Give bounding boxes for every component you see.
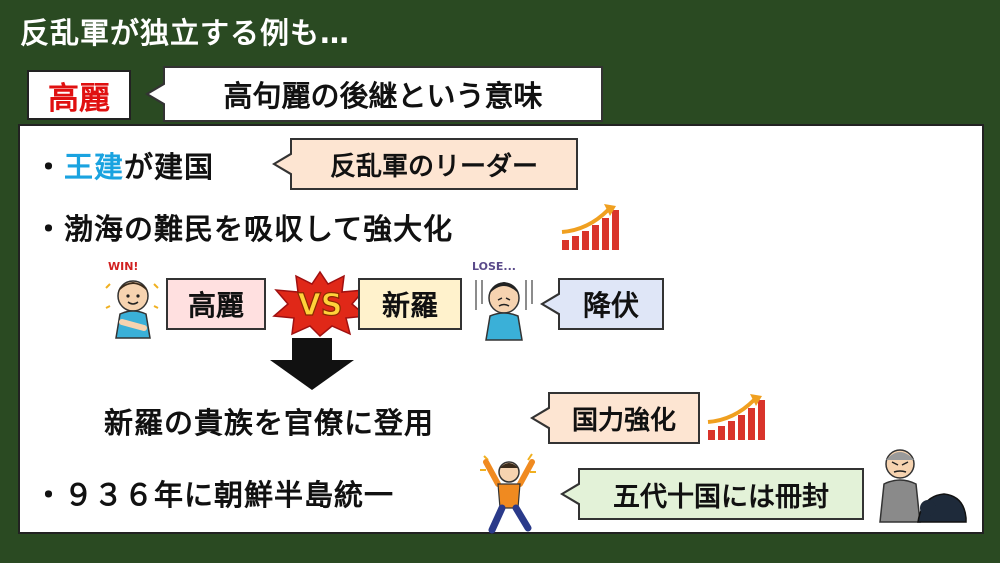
celebrating-man-icon: [480, 453, 536, 534]
meaning-speech-bubble: 高句麗の後継という意味: [145, 66, 603, 122]
surrender-bubble: 降伏: [540, 278, 664, 330]
bullet-unification: ・９３６年に朝鮮半島統一: [34, 478, 395, 512]
vs-label: VS: [298, 288, 343, 323]
win-caption: WIN!: [108, 260, 138, 273]
slide-title: 反乱軍が独立する例も…: [20, 16, 351, 50]
emperor-and-kneeling-envoy-icon: [879, 449, 967, 523]
founder-rest: が建国: [124, 150, 215, 184]
versus-burst-icon: VS: [272, 270, 368, 338]
growth-chart-icon: [561, 204, 619, 250]
down-arrow-icon: [270, 338, 354, 390]
national-power-note: 国力強化: [530, 392, 700, 444]
bullet-marker: ・: [34, 150, 65, 184]
loser-boy-icon: LOSE...: [472, 260, 533, 341]
rebel-leader-note: 反乱軍のリーダー: [272, 138, 578, 190]
winner-boy-icon: WIN!: [105, 260, 159, 339]
kingdom-name-label: 高麗: [27, 70, 131, 120]
content-panel: ・王建が建国 反乱軍のリーダー ・渤海の難民を吸収して強大化 WIN! 高麗 V…: [18, 124, 984, 534]
founder-name: 王建: [64, 150, 125, 184]
lose-caption: LOSE...: [472, 260, 516, 273]
goryeo-box: 高麗: [166, 278, 266, 330]
silla-nobles-line: 新羅の貴族を官僚に登用: [104, 406, 435, 440]
silla-box: 新羅: [358, 278, 462, 330]
investiture-note: 五代十国には冊封: [560, 468, 864, 520]
bullet-founder: ・王建が建国: [34, 144, 214, 186]
growth-chart-icon-2: [707, 394, 765, 440]
bullet-absorb-refugees: ・渤海の難民を吸収して強大化: [34, 212, 454, 246]
